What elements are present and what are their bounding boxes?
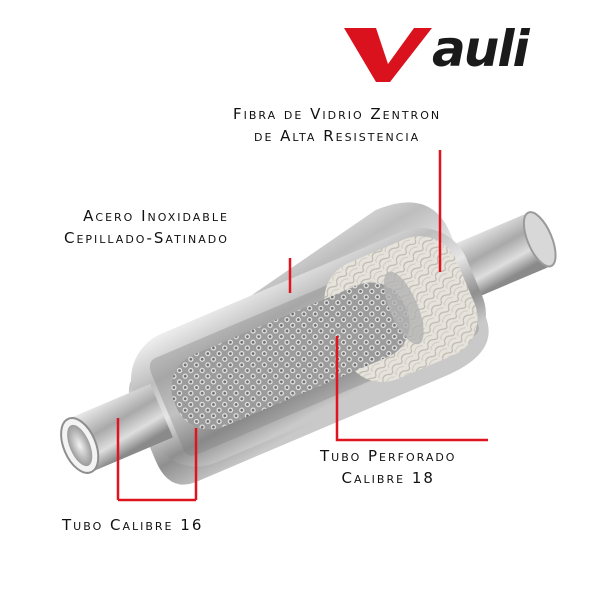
vauli-logo: auli — [344, 20, 532, 82]
callout-fiberglass-line1: Fibra de Vidrio Zentron — [233, 105, 442, 123]
callout-perforated-line2: Calibre 18 — [341, 469, 435, 487]
leader-lines — [116, 150, 488, 502]
callout-stainless-line2: Cepillado-Satinado — [64, 229, 229, 247]
callout-tube-gauge: Tubo Calibre 16 — [62, 516, 204, 534]
callout-stainless-steel: Acero Inoxidable Cepillado-Satinado — [64, 205, 229, 249]
callout-fiberglass-line2: de Alta Resistencia — [253, 127, 421, 145]
callout-perforated-tube: Tubo Perforado Calibre 18 — [320, 445, 456, 489]
callout-perforated-line1: Tubo Perforado — [320, 447, 457, 465]
callout-fiberglass: Fibra de Vidrio Zentron de Alta Resisten… — [233, 103, 441, 147]
callout-stainless-line1: Acero Inoxidable — [83, 207, 229, 225]
svg-text:auli: auli — [432, 20, 530, 78]
